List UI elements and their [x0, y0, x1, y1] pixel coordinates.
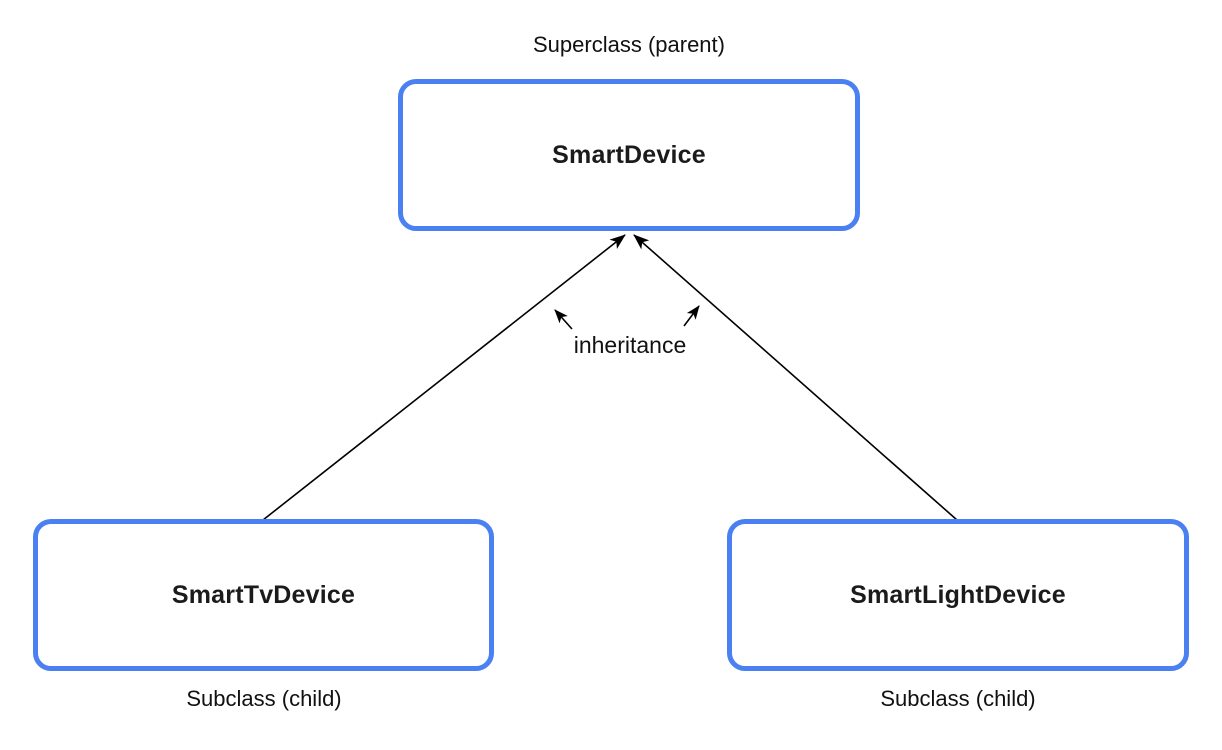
node-smartlightdevice: SmartLightDevice: [727, 519, 1189, 671]
subclass-left-caption: Subclass (child): [186, 686, 342, 711]
superclass-caption: Superclass (parent): [533, 32, 725, 57]
node-smartdevice: SmartDevice: [398, 79, 860, 231]
inheritance-pointer-right-icon: [683, 305, 700, 327]
subclass-right-caption: Subclass (child): [880, 686, 1036, 711]
inheritance-edge-label: inheritance: [573, 332, 687, 358]
edge-subclass-right-to-superclass: [633, 234, 958, 521]
node-smarttvdevice-label: SmartTvDevice: [171, 580, 356, 609]
inheritance-pointer-left-icon: [554, 309, 573, 330]
node-smartdevice-label: SmartDevice: [552, 140, 706, 169]
node-smartlightdevice-label: SmartLightDevice: [850, 580, 1066, 609]
edge-subclass-left-to-superclass: [262, 234, 626, 521]
node-smarttvdevice: SmartTvDevice: [33, 519, 494, 671]
